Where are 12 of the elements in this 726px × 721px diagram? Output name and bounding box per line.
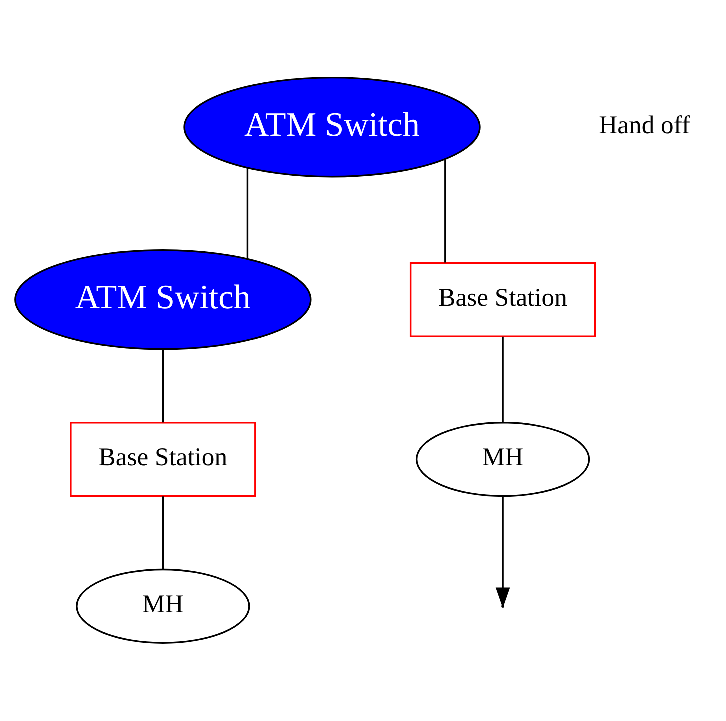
connector (246, 168, 249, 259)
node-ellipse: MH (76, 568, 250, 644)
connector (502, 336, 504, 423)
connector (162, 496, 164, 570)
node-box: Base Station (70, 422, 256, 498)
connector (162, 350, 164, 423)
node-ellipse: MH (416, 422, 590, 498)
node-ellipse: ATM Switch (14, 249, 312, 350)
label: Hand off (599, 110, 690, 140)
connector (444, 160, 446, 263)
node-box: Base Station (410, 262, 596, 338)
node-ellipse: ATM Switch (184, 76, 481, 178)
